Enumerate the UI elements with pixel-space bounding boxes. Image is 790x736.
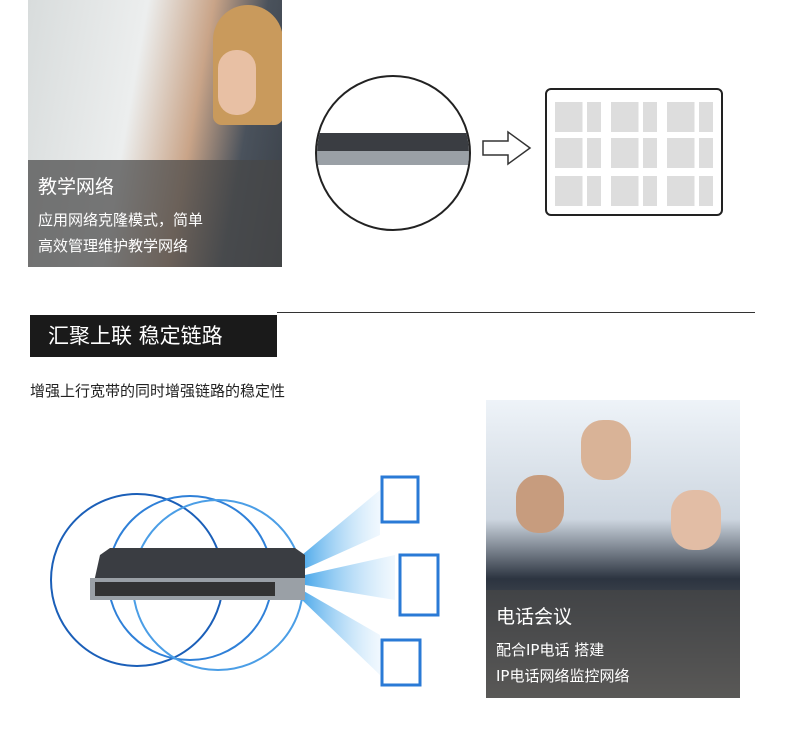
pc-icon bbox=[611, 102, 657, 132]
teaching-desc-1: 应用网络克隆模式，简单 bbox=[38, 211, 204, 229]
conference-overlay: 电话会议 配合IP电话 搭建 IP电话网络监控网络 bbox=[486, 590, 740, 698]
teaching-desc-2: 高效管理维护教学网络 bbox=[38, 237, 189, 255]
signal-beam bbox=[302, 490, 380, 570]
person bbox=[516, 475, 564, 533]
teaching-title: 教学网络 bbox=[38, 176, 115, 198]
pc-icon bbox=[611, 176, 657, 206]
link-aggregation-diagram bbox=[50, 475, 440, 687]
section-divider bbox=[277, 312, 755, 313]
switch-circle bbox=[315, 75, 471, 231]
pc-icon bbox=[667, 138, 713, 168]
pc-icon bbox=[555, 138, 601, 168]
conference-photo: 电话会议 配合IP电话 搭建 IP电话网络监控网络 bbox=[486, 400, 740, 698]
pc-icon bbox=[555, 176, 601, 206]
laptop-icon bbox=[398, 553, 440, 617]
section-subtitle: 增强上行宽带的同时增强链路的稳定性 bbox=[30, 382, 286, 400]
pc-icon bbox=[667, 176, 713, 206]
switch-image bbox=[317, 133, 469, 165]
teaching-network-photo: 教学网络 应用网络克隆模式，简单 高效管理维护教学网络 bbox=[28, 0, 282, 267]
person bbox=[671, 490, 721, 550]
pc-icon bbox=[555, 102, 601, 132]
person bbox=[581, 420, 631, 480]
conference-desc-2: IP电话网络监控网络 bbox=[496, 667, 630, 685]
teaching-overlay: 教学网络 应用网络克隆模式，简单 高效管理维护教学网络 bbox=[28, 160, 282, 267]
conference-desc-1: 配合IP电话 搭建 bbox=[496, 641, 605, 659]
laptop-icon bbox=[380, 475, 420, 524]
arrow-right-icon bbox=[482, 130, 532, 166]
signal-beam bbox=[305, 555, 395, 600]
laptop-icon bbox=[380, 638, 422, 687]
computers-box bbox=[545, 88, 723, 216]
pc-icon bbox=[667, 102, 713, 132]
section-title: 汇聚上联 稳定链路 bbox=[30, 315, 277, 357]
signal-beam bbox=[302, 590, 380, 675]
pc-icon bbox=[611, 138, 657, 168]
conference-title: 电话会议 bbox=[496, 606, 573, 628]
girl-face bbox=[218, 50, 256, 115]
